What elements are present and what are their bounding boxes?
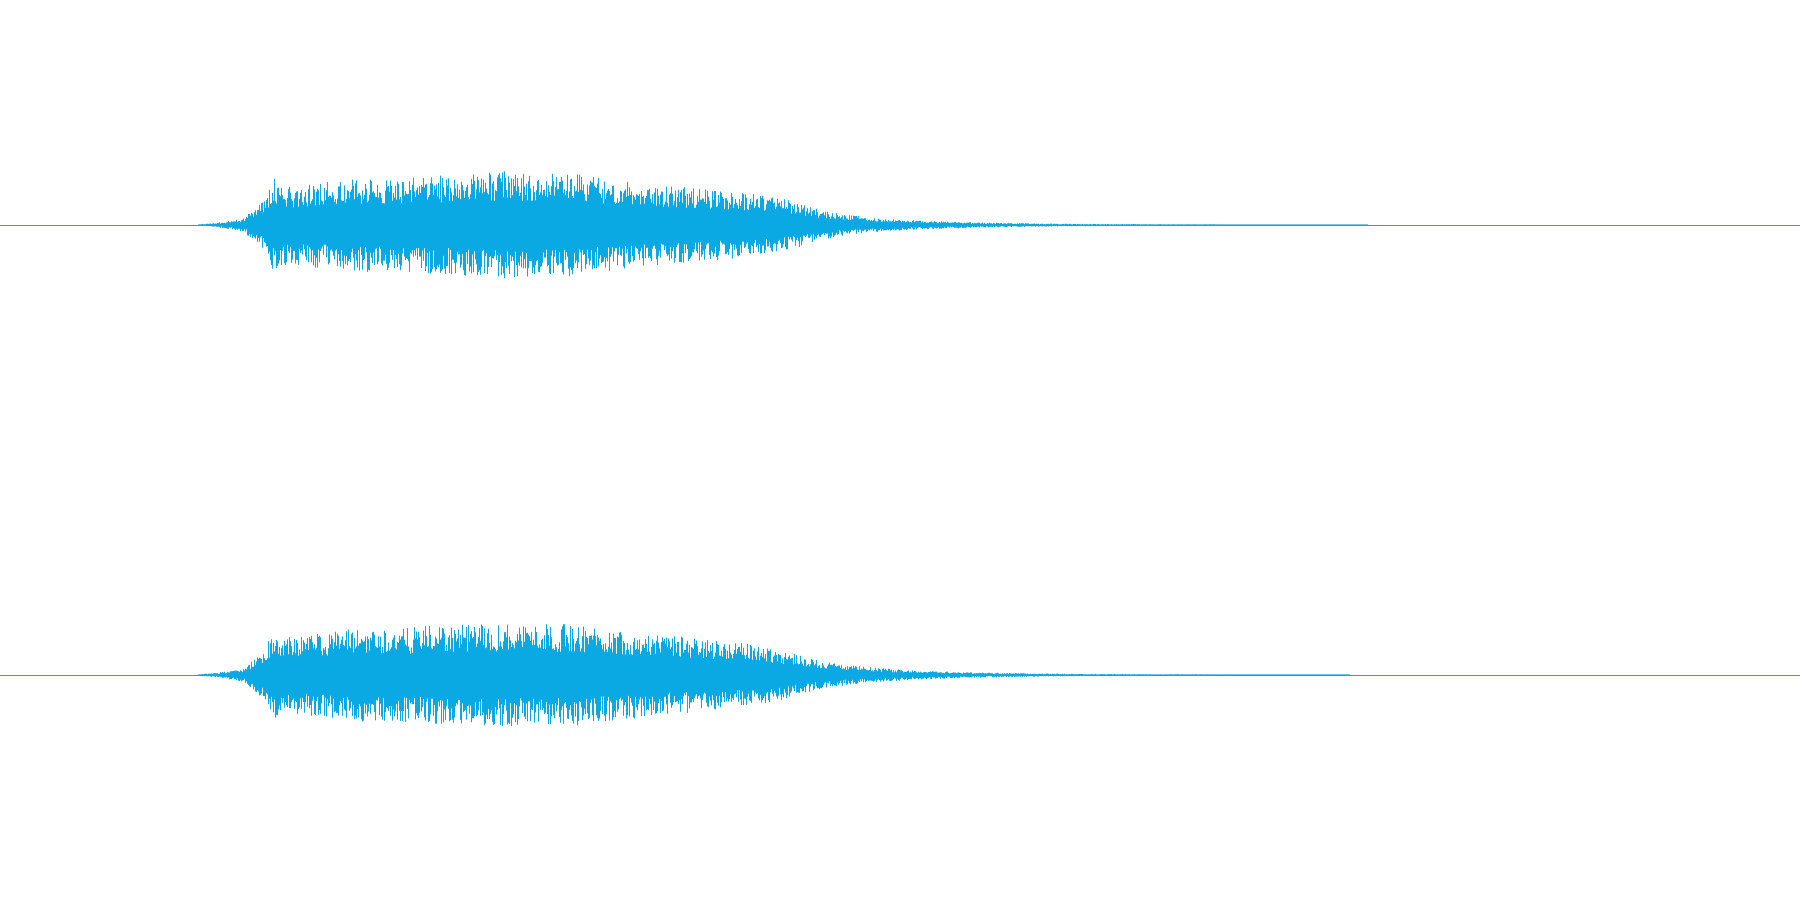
waveform-channel-1-plot [0,171,1800,279]
waveform-channel-1-peaks [198,171,1368,279]
waveform-channel-2-plot [0,624,1800,727]
waveform-channel-1-signal [198,171,1368,279]
waveform-channel-2 [0,450,1800,900]
waveform-channel-2-signal [198,624,1350,727]
waveform-channel-1 [0,171,1800,279]
waveform-channel-2-peaks [198,624,1350,727]
